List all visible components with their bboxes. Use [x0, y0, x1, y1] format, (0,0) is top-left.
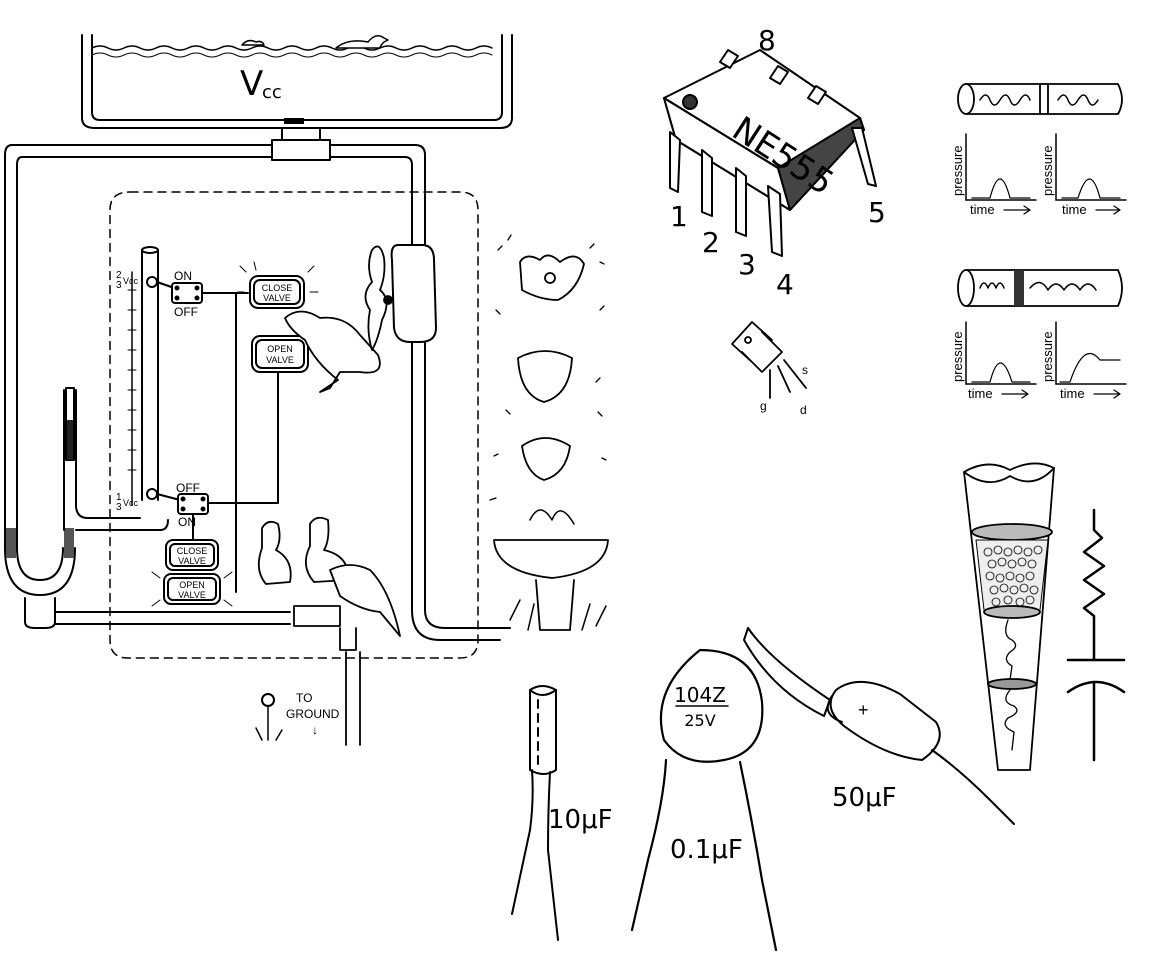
close-upper-line1: CLOSE [262, 283, 293, 293]
upper-threshold-num: 2 [116, 270, 122, 281]
electrolytic-value: 10μF [548, 805, 613, 835]
ceramic-value: 0.1μF [670, 835, 743, 865]
open-valve-sign-upper: OPEN VALVE [251, 335, 309, 373]
capacitor-electrolytic: 10μF [511, 685, 613, 941]
pressure-cylinder-top [957, 83, 1123, 115]
vcc-water-tank: V cc [81, 34, 513, 129]
open-valve-sign-lower: OPEN VALVE [151, 571, 233, 607]
pin-5-label: 5 [868, 196, 886, 229]
duck-large-icon [335, 35, 389, 49]
pressure-cylinder-bottom [957, 269, 1123, 307]
resistor-tube [963, 462, 1055, 771]
pin-2-label: 2 [702, 226, 720, 259]
graph-br-xlabel: time [1060, 386, 1085, 401]
lower-threshold-suffix: Vcc [123, 498, 139, 508]
tantalum-plus: + [858, 700, 869, 720]
threshold-scale: 2 3 Vcc 1 3 Vcc [116, 270, 158, 513]
switch-lower-on: ON [178, 515, 196, 529]
close-lower-line1: CLOSE [177, 546, 208, 556]
transistor: s g d [731, 321, 808, 417]
transistor-g: g [760, 399, 767, 413]
switch-upper: ON OFF [156, 269, 249, 319]
graph-bl-xlabel: time [968, 386, 993, 401]
to-ground-line1: TO [296, 691, 312, 705]
vcc-subscript: cc [262, 82, 282, 103]
upper-threshold-suffix: Vcc [123, 276, 139, 286]
to-ground-line2: GROUND [286, 707, 340, 721]
capacitor-tantalum: + 50μF [743, 627, 1015, 825]
close-valve-sign-lower: CLOSE VALVE [165, 539, 219, 571]
open-lower-line1: OPEN [179, 580, 205, 590]
duck-small-icon [241, 39, 265, 46]
graph-top-right: pressure time [1040, 133, 1127, 217]
transistor-d: d [800, 403, 807, 417]
graph-top-left: pressure time [950, 133, 1037, 217]
fountain [489, 234, 609, 631]
pin-3-label: 3 [738, 248, 756, 281]
lower-threshold-den: 3 [116, 502, 122, 513]
graph-bl-ylabel: pressure [950, 331, 965, 382]
vcc-label: V [240, 64, 263, 104]
pin-8-label: 8 [758, 24, 776, 57]
pin-1-label: 1 [670, 200, 688, 233]
open-upper-line2: VALVE [266, 355, 294, 365]
to-ground-note: TO GROUND ↓ [255, 691, 340, 741]
to-ground-arrow: ↓ [312, 723, 318, 737]
ducks-at-tap [257, 516, 401, 746]
capacitor-ceramic: 104Z 25V 0.1μF [630, 648, 778, 952]
graph-tr-ylabel: pressure [1040, 145, 1055, 196]
resistor-capacitor-symbol [1066, 508, 1126, 762]
open-upper-line1: OPEN [267, 344, 293, 354]
lower-threshold-num: 1 [116, 492, 122, 503]
close-valve-sign-upper: CLOSE VALVE [237, 261, 319, 309]
switch-upper-on: ON [174, 269, 192, 283]
graph-bottom-right: pressure time [1040, 321, 1127, 401]
transistor-s: s [802, 363, 808, 377]
graph-tl-ylabel: pressure [950, 145, 965, 196]
switch-lower: OFF ON [156, 292, 279, 593]
close-lower-line2: VALVE [178, 556, 206, 566]
ceramic-code: 104Z [674, 683, 726, 707]
close-upper-line2: VALVE [263, 293, 291, 303]
ic-boundary-dashed [109, 191, 479, 659]
graph-tr-xlabel: time [1062, 202, 1087, 217]
switch-upper-off: OFF [174, 305, 198, 319]
graph-tl-xlabel: time [970, 202, 995, 217]
pin-4-label: 4 [776, 268, 794, 301]
pipe-network [4, 127, 511, 641]
duck-turning-valve [284, 245, 393, 393]
upper-threshold-den: 3 [116, 280, 122, 291]
ceramic-voltage: 25V [684, 711, 715, 730]
switch-lower-off: OFF [176, 481, 200, 495]
graph-bottom-left: pressure time [950, 321, 1037, 401]
tantalum-value: 50μF [832, 783, 897, 813]
open-lower-line2: VALVE [178, 590, 206, 600]
ne555-chip: NE555 8 1 2 3 4 5 [663, 24, 886, 301]
graph-br-ylabel: pressure [1040, 331, 1055, 382]
